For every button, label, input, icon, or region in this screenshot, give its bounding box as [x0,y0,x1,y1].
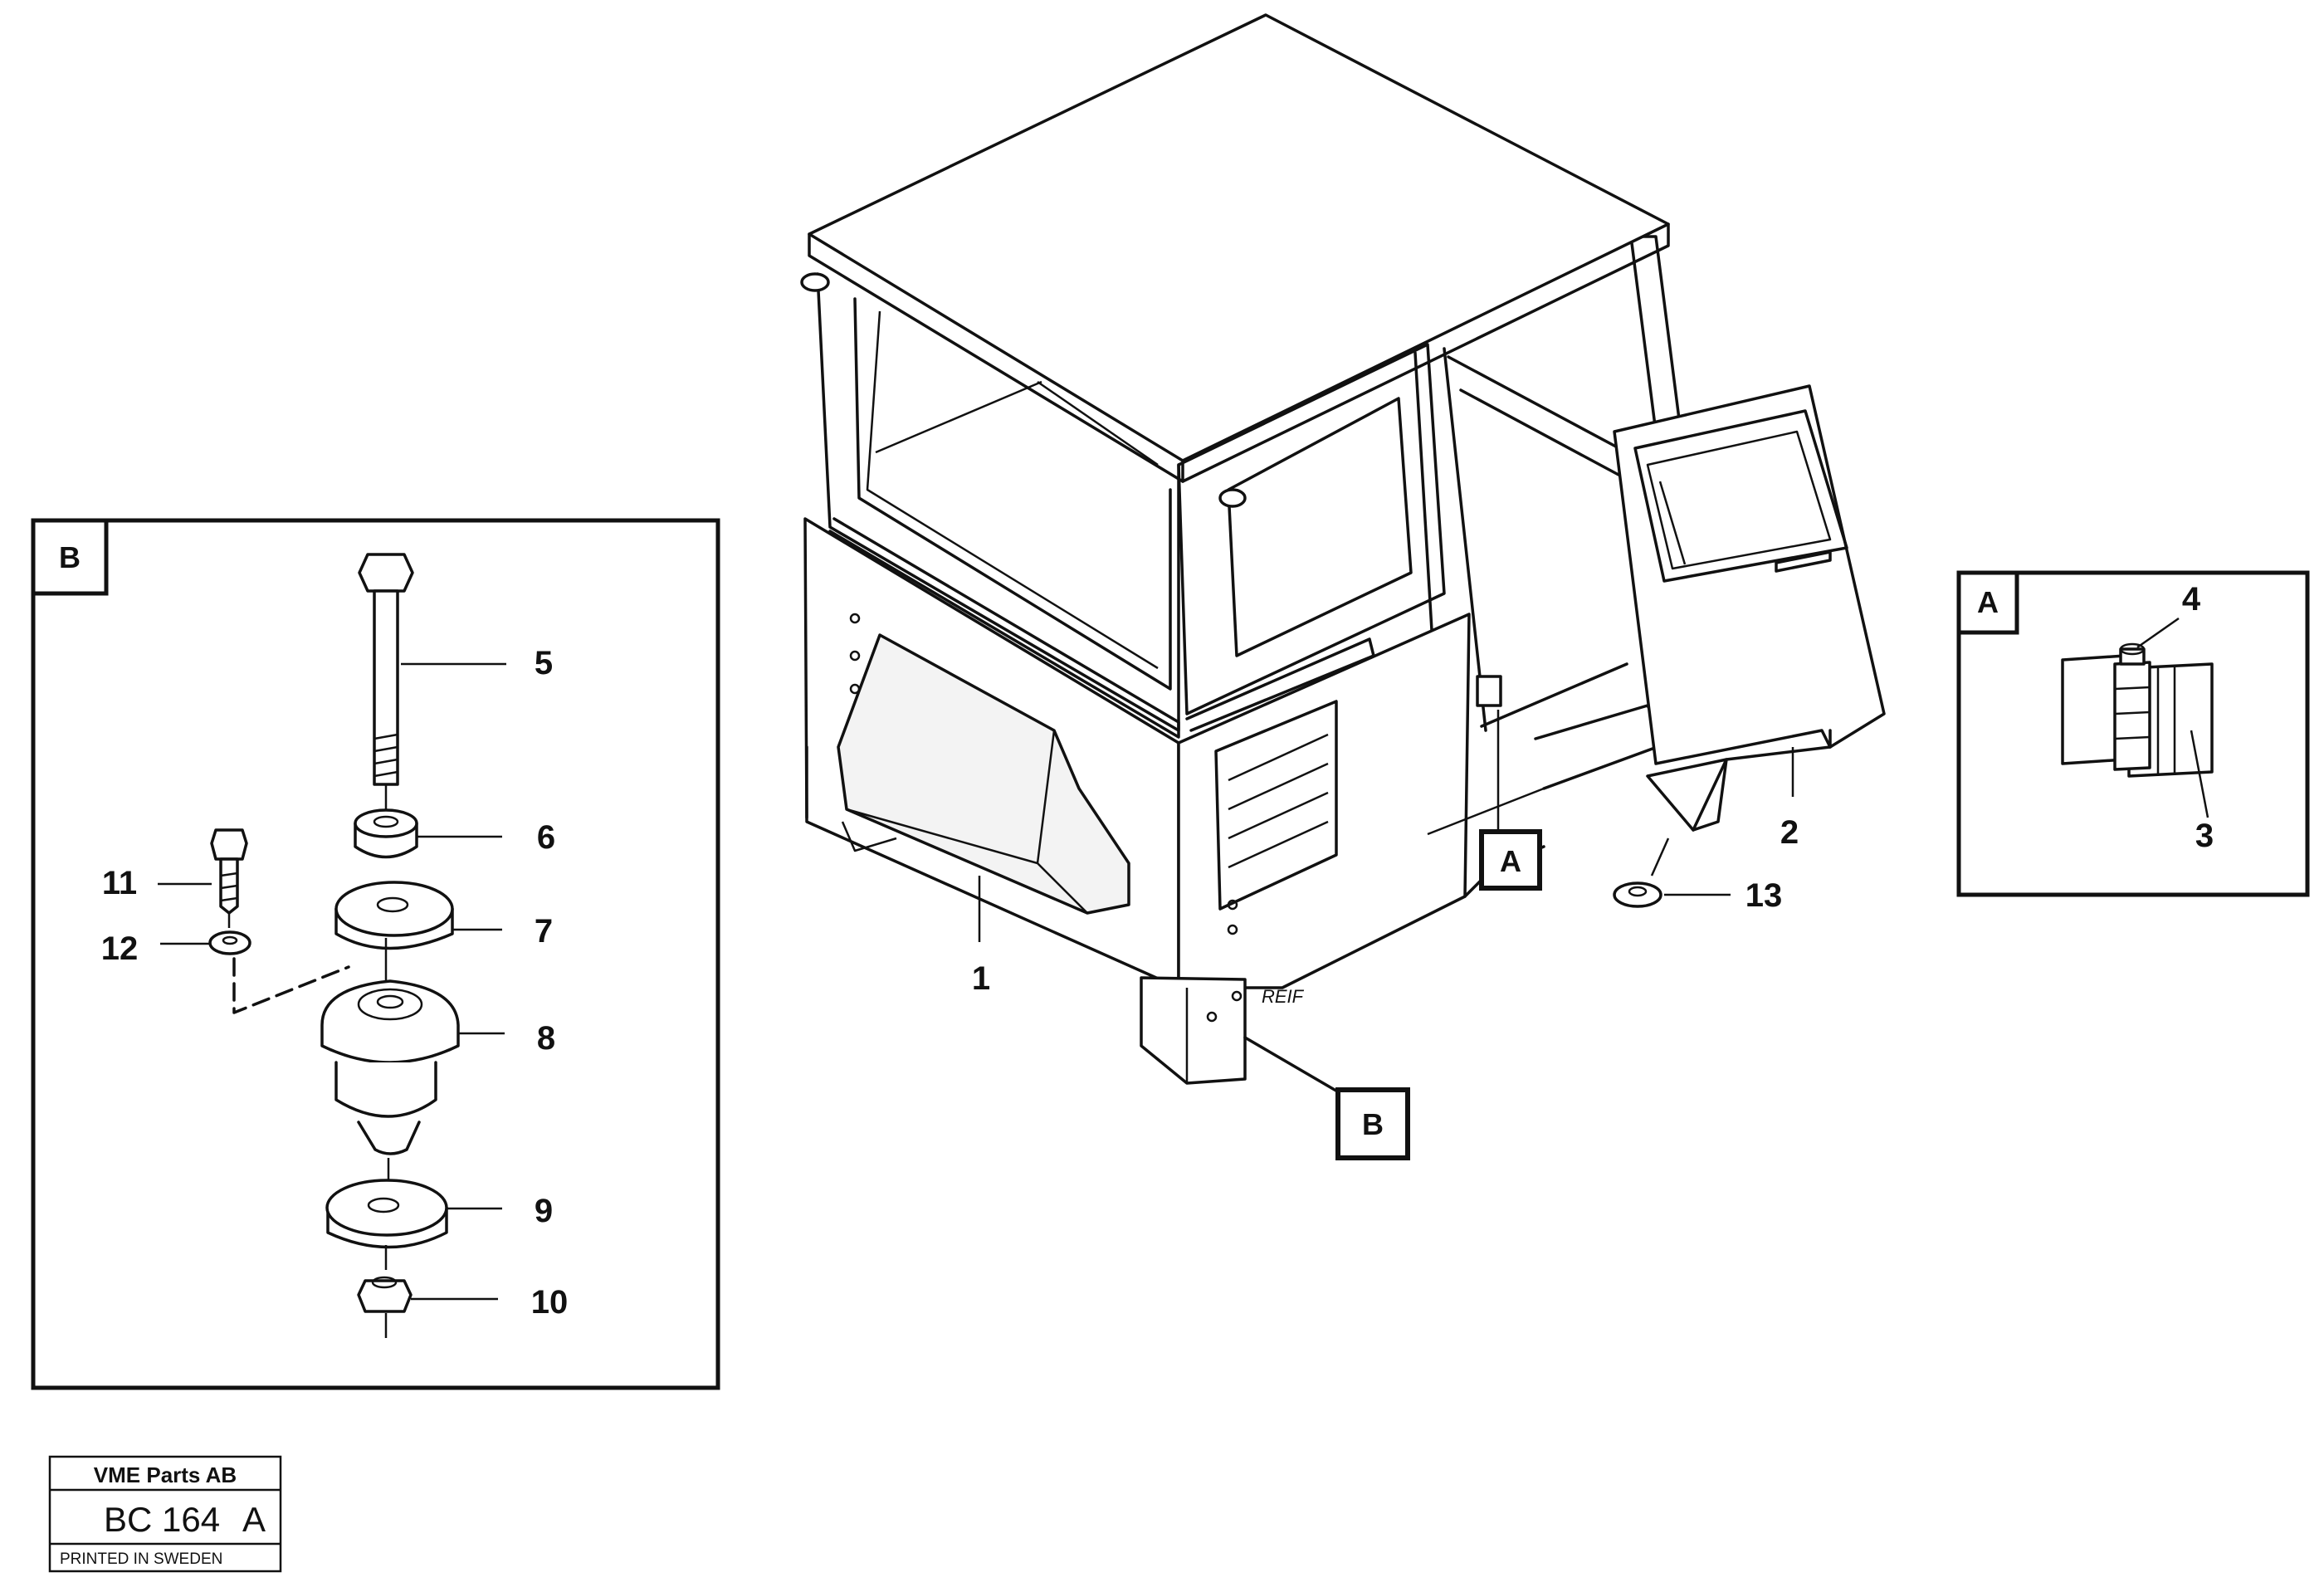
detail-b-panel: B [31,518,720,1390]
title-company: VME Parts AB [94,1462,237,1487]
callout-11: 11 [102,865,137,901]
screw-11 [210,828,248,928]
callout-1: 1 [972,960,990,997]
callout-5: 5 [535,645,553,681]
leader-12-dashed [232,957,350,1014]
title-printed: PRINTED IN SWEDEN [60,1550,222,1568]
bolt-5 [358,553,414,818]
nut-10 [357,1276,413,1338]
callout-12: 12 [101,930,139,967]
leader-13-door [1650,837,1670,877]
callout-7: 7 [535,913,553,950]
rubber-mount-8 [320,979,460,1187]
detail-b-tag: B [59,540,81,574]
detail-a-panel: A [1956,570,2310,897]
callout-6: 6 [537,819,555,856]
pin-4 [2119,642,2146,666]
callout-9: 9 [535,1193,553,1229]
leader-lines [978,710,1794,1097]
detail-a-tag: A [1977,585,1999,619]
title-code: BC 164 [104,1500,220,1539]
washer-12 [208,930,251,955]
callout-8: 8 [537,1020,555,1057]
ref-tag-b [1335,1087,1410,1160]
callout-4: 4 [2182,581,2201,618]
title-block: VME Parts AB BC 164 A PRINTED IN SWEDEN [48,1455,282,1573]
grommet-13 [1613,881,1662,908]
ref-tag-a [1479,829,1542,891]
spacer-6 [354,808,418,859]
ref-tag-a-label: A [1500,844,1521,878]
ref-tag-b-label: B [1362,1107,1384,1141]
rubber-washer-7 [334,881,454,984]
callout-3: 3 [2195,818,2214,854]
rubber-washer-9 [325,1179,448,1270]
hinge-3 [2061,654,2214,778]
artist-signature: REIF [1262,986,1305,1007]
title-revision: A [242,1500,266,1539]
cab-illustration [800,13,1687,1085]
callout-2: 2 [1780,814,1799,851]
door-illustration [1613,384,1886,832]
callout-13: 13 [1745,877,1783,914]
callout-10: 10 [531,1284,569,1321]
